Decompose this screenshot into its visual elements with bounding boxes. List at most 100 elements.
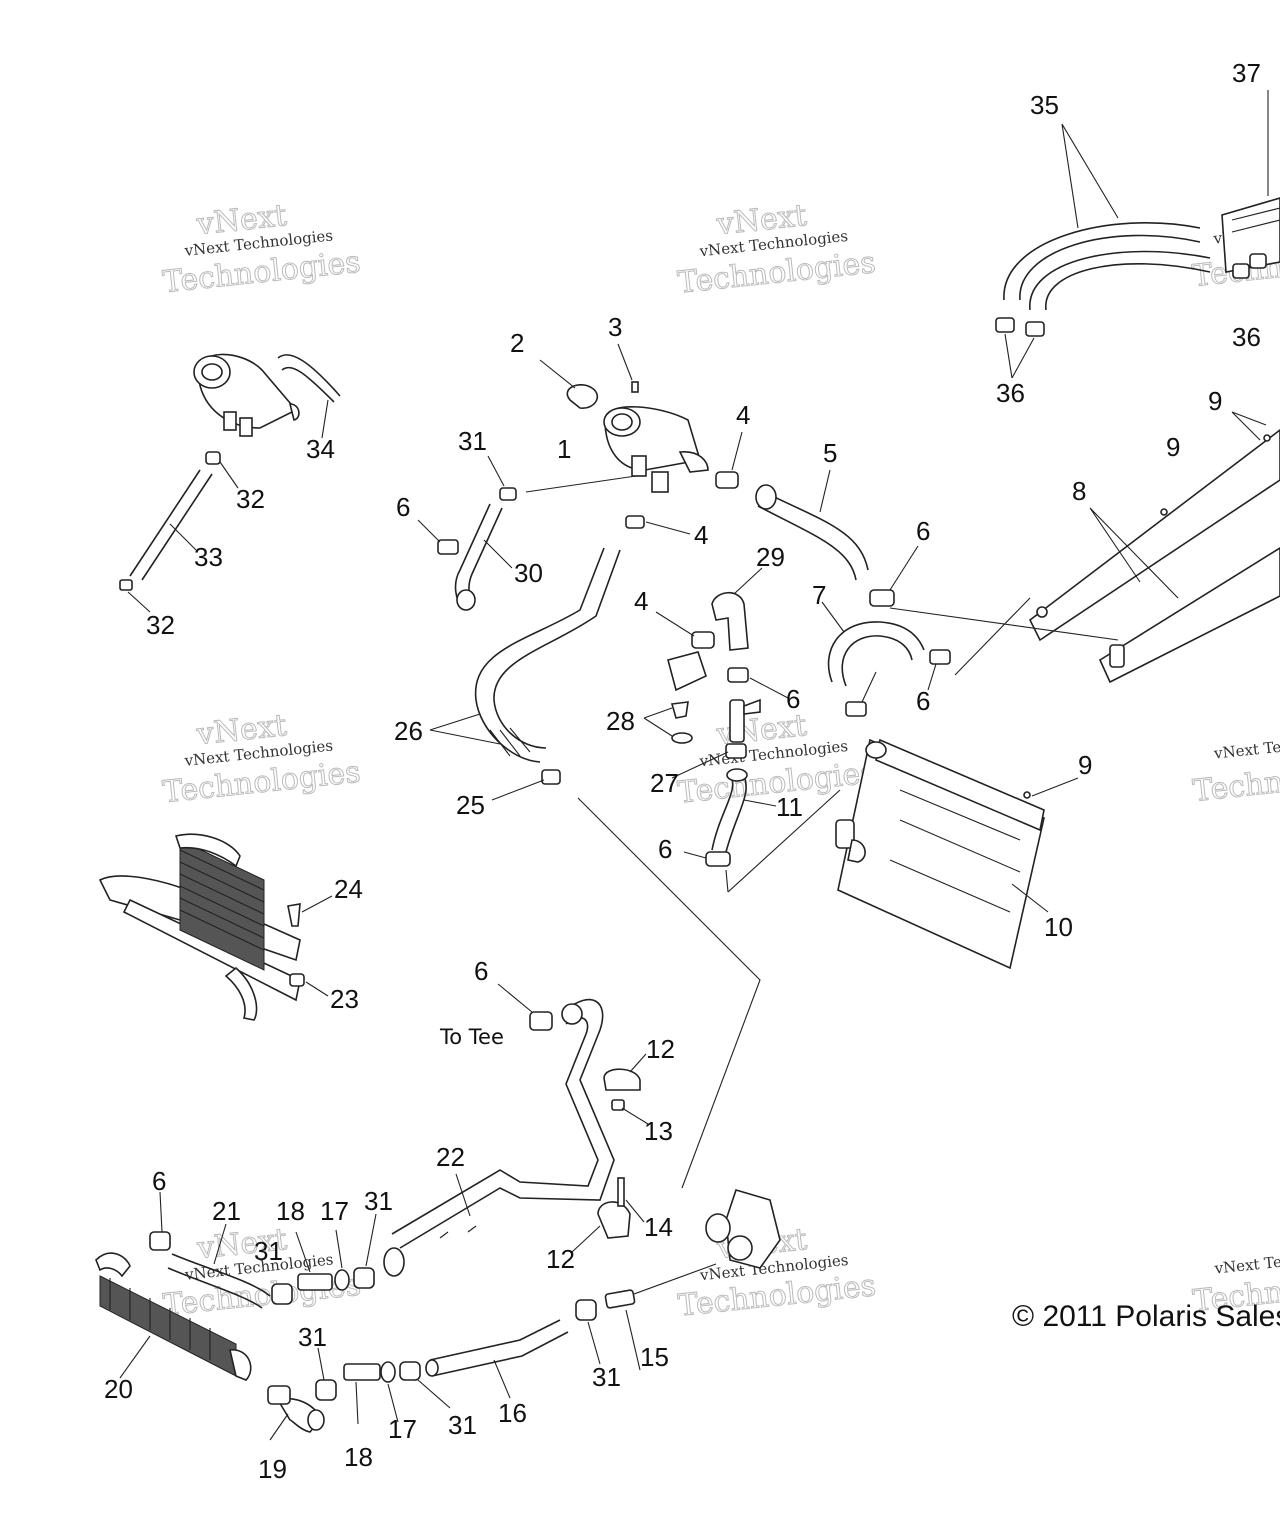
clamp-6 [267, 1385, 291, 1405]
watermark-group: vNext vNext Technologies Technologies [676, 708, 878, 812]
callout-4: 4 [694, 520, 708, 550]
callout-31: 31 [298, 1322, 327, 1352]
hose-22 [383, 998, 615, 1277]
hose-5 [755, 469, 869, 581]
clamp-6 [927, 649, 951, 691]
clamp-27 [671, 743, 747, 779]
callout-31: 31 [254, 1236, 283, 1266]
callout-34: 34 [306, 434, 335, 464]
callout-37: 37 [1232, 58, 1261, 88]
callout-4: 4 [634, 586, 648, 616]
clamp-12 [571, 1201, 631, 1253]
elbow-29 [711, 567, 763, 651]
callout-10: 10 [1044, 912, 1073, 942]
callout-31: 31 [592, 1362, 621, 1392]
callout-21: 21 [212, 1196, 241, 1226]
clamp-4 [715, 431, 743, 489]
callout-30: 30 [514, 558, 543, 588]
clamp-12 [603, 1053, 647, 1091]
callout-6: 6 [396, 492, 410, 522]
callout-16: 16 [498, 1398, 527, 1428]
clamp-6 [149, 1191, 171, 1251]
clamp-6 [727, 667, 789, 699]
clamp-4 [625, 515, 691, 535]
clamp-31 [271, 1283, 293, 1305]
clamp-6 [683, 851, 731, 867]
callout-14: 14 [644, 1212, 673, 1242]
callout-15: 15 [640, 1342, 669, 1372]
callout-22: 22 [436, 1142, 465, 1172]
pressure-cap-2 [539, 359, 598, 409]
callout-25: 25 [456, 790, 485, 820]
hose-16 [425, 1319, 569, 1399]
bolt-24 [287, 895, 333, 927]
callout-23: 23 [330, 984, 359, 1014]
callout-32: 32 [146, 610, 175, 640]
lead-line-pump [577, 797, 761, 1189]
callout-9: 9 [1208, 386, 1222, 416]
fitting-18 [343, 1363, 381, 1425]
clamp-6 [869, 545, 919, 607]
clamp-31 [399, 1361, 451, 1409]
watermark-text: vNext Technologies [1212, 729, 1280, 763]
callout-28: 28 [606, 706, 635, 736]
surge-tank-1 [603, 406, 709, 493]
callout-17: 17 [388, 1414, 417, 1444]
heater-hoses-35 [1003, 123, 1211, 311]
clamp-4 [655, 611, 715, 649]
hose-33 [129, 469, 213, 581]
watermark-text: vNext Technologies [1213, 1244, 1280, 1278]
watermark-group: vNext vNext Technologies Technologies [676, 198, 878, 302]
oil-cooler-bracket [98, 833, 301, 1021]
screw-3 [617, 343, 639, 393]
lead-line-radiator [725, 869, 729, 893]
bolt-13 [611, 1099, 649, 1125]
oil-cooler-20 [95, 1252, 252, 1381]
callout-36: 36 [1232, 322, 1261, 352]
clamp-4 [845, 671, 877, 717]
callout-6: 6 [152, 1166, 166, 1196]
callout-11: 11 [776, 792, 803, 822]
callout-5: 5 [823, 438, 837, 468]
lead-line-rail [954, 597, 1031, 676]
heater-core-37 [1221, 90, 1280, 273]
hose-26 [429, 547, 621, 763]
bolt-14 [617, 1177, 645, 1223]
clamp-6 [497, 983, 553, 1031]
fitting-18 [295, 1231, 333, 1291]
clamp-32 [119, 579, 151, 613]
hose-21 [167, 1223, 271, 1309]
overflow-bottle [193, 353, 300, 437]
callouts: 1 2 3 4 4 4 5 6 6 6 6 6 6 6 7 8 9 9 9 10… [104, 58, 1261, 1484]
callout-7: 7 [812, 580, 826, 610]
callout-19: 19 [258, 1454, 287, 1484]
water-pump [705, 1189, 781, 1269]
clamp-31 [575, 1299, 601, 1365]
clamp-31 [353, 1213, 377, 1289]
fitting-15 [604, 1263, 717, 1371]
callout-9: 9 [1078, 750, 1092, 780]
callout-13: 13 [644, 1116, 673, 1146]
watermark-text: Technologies [1191, 753, 1280, 809]
callout-35: 35 [1030, 90, 1059, 120]
nut-23 [289, 973, 329, 997]
callout-31: 31 [448, 1410, 477, 1440]
thermostat-28 [643, 701, 693, 744]
clamp-25 [491, 769, 561, 801]
hose-7 [821, 601, 925, 687]
thermostat-housing [667, 651, 707, 692]
callout-12: 12 [546, 1244, 575, 1274]
callout-20: 20 [104, 1374, 133, 1404]
callout-29: 29 [756, 542, 785, 572]
clamps-36 [995, 253, 1267, 379]
radiator-10 [835, 738, 1079, 970]
callout-36: 36 [996, 378, 1025, 408]
callout-31: 31 [364, 1186, 393, 1216]
callout-18: 18 [276, 1196, 305, 1226]
callout-12: 12 [646, 1034, 675, 1064]
to-tee-label: To Tee [439, 1025, 504, 1049]
callout-8: 8 [1072, 476, 1086, 506]
hose-34 [277, 354, 341, 439]
callout-33: 33 [194, 542, 223, 572]
